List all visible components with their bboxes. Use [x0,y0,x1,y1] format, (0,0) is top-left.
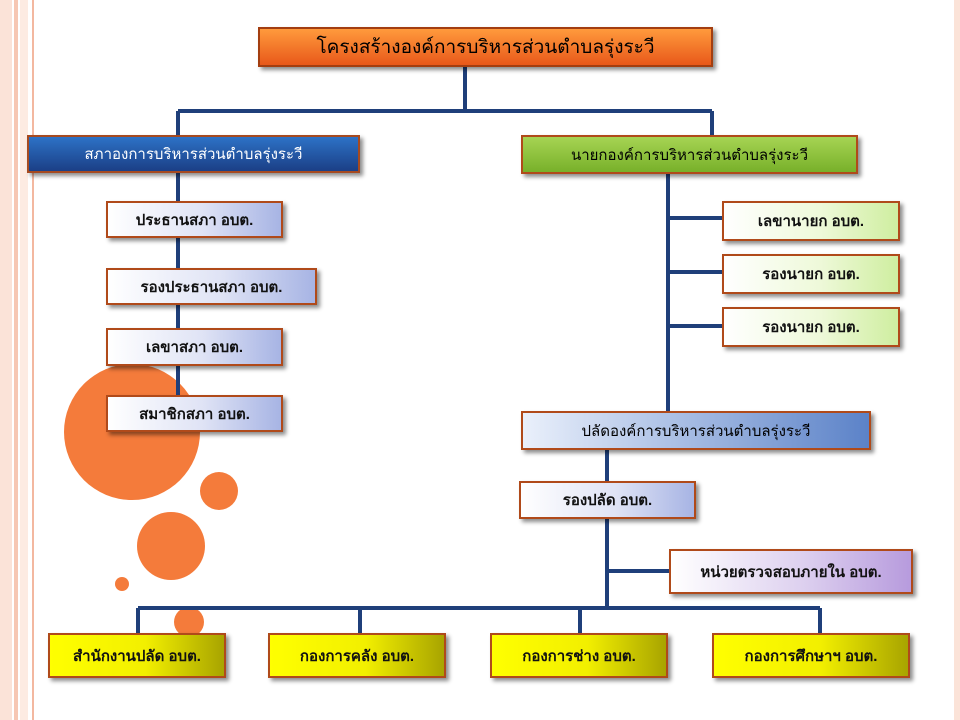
division-node: สำนักงานปลัด อบต. [48,633,226,678]
decor-stripe [0,0,12,720]
decor-circle [115,577,129,591]
decor-circle [137,512,205,580]
mayor-secretary-node: เลขานายก อบต. [722,201,900,241]
council-vice-president-node: รองประธานสภา อบต. [106,268,317,305]
division-node: กองการศึกษาฯ อบต. [712,633,910,678]
decor-stripe [954,0,960,720]
deputy-clerk-node: รองปลัด อบต. [519,481,696,519]
council-node: สภาองการบริหารส่วนตำบลรุ่งระวี [27,135,360,173]
council-secretary-node: เลขาสภา อบต. [106,328,283,366]
division-node: กองการช่าง อบต. [490,633,668,678]
deputy-mayor-node: รองนายก อบต. [722,254,900,294]
deputy-mayor-node: รองนายก อบต. [722,307,900,347]
council-member-node: สมาชิกสภา อบต. [106,395,283,432]
decor-stripe [20,0,28,720]
decor-circle [174,607,204,637]
decor-circle [200,472,238,510]
council-president-node: ประธานสภา อบต. [106,201,283,238]
decor-stripe [14,0,18,720]
division-node: กองการคลัง อบต. [268,633,446,678]
clerk-node: ปลัดองค์การบริหารส่วนตำบลรุ่งระวี [521,411,871,450]
chart-title: โครงสร้างองค์การบริหารส่วนตำบลรุ่งระวี [258,27,713,67]
internal-audit-node: หน่วยตรวจสอบภายใน อบต. [669,549,913,594]
mayor-node: นายกองค์การบริหารส่วนตำบลรุ่งระวี [521,135,858,174]
decor-stripe [32,0,34,720]
